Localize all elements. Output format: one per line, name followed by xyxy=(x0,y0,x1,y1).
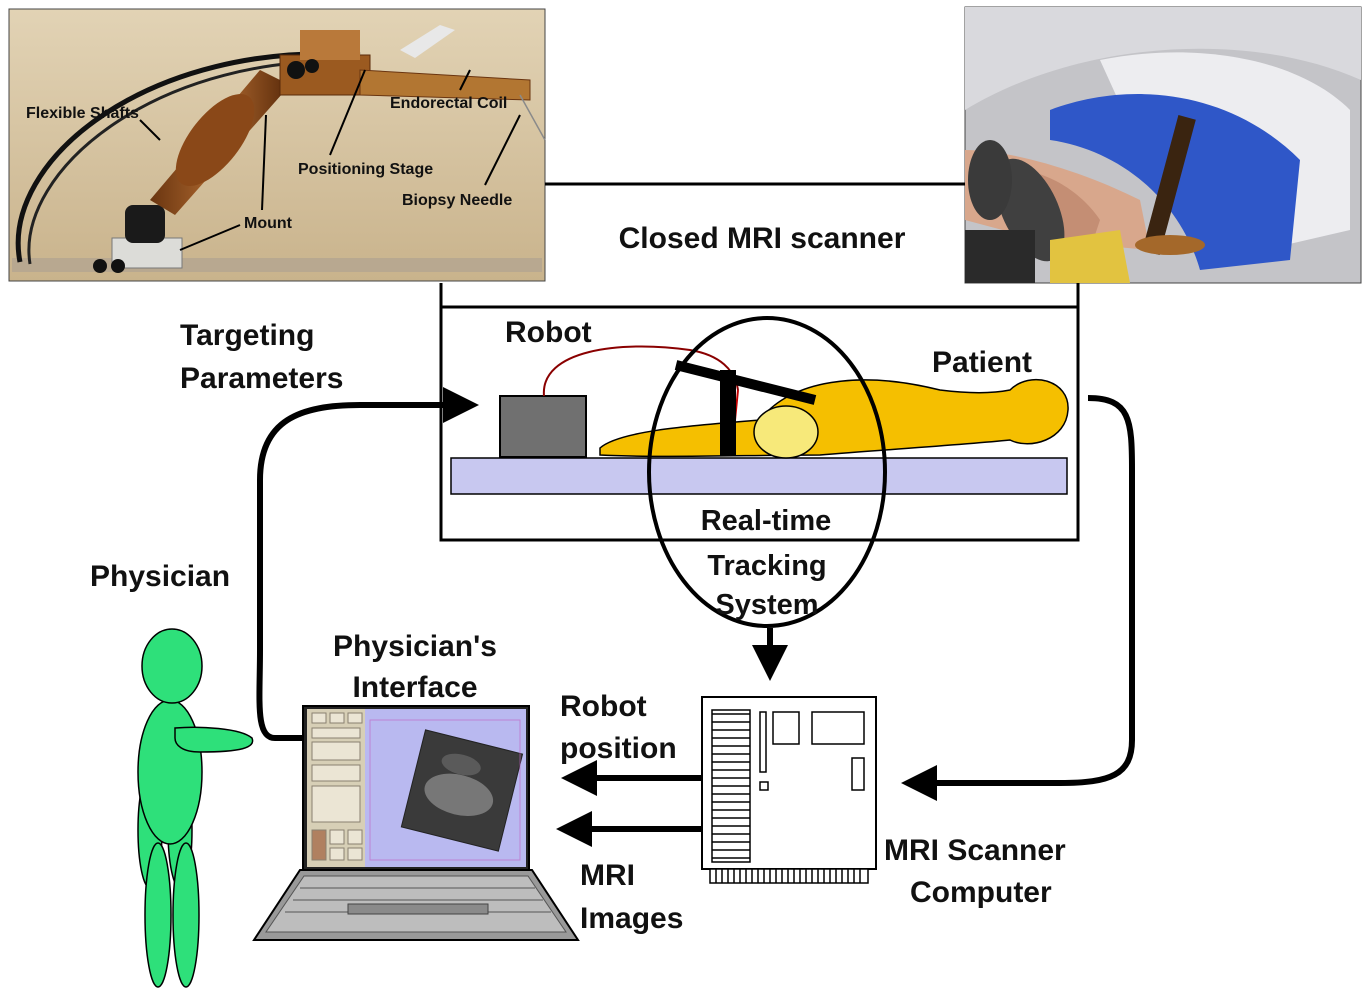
scanner-label: Closed MRI scanner xyxy=(619,222,906,255)
mri-images-label-line2: Images xyxy=(580,902,683,935)
robot-label: Robot xyxy=(505,316,592,349)
targeting-label-line2: Parameters xyxy=(180,362,343,395)
realtime-label-line1: Real-time xyxy=(701,505,832,537)
robot-box xyxy=(499,395,587,458)
label-endorectal-coil: Endorectal Coil xyxy=(390,95,507,112)
label-biopsy-needle: Biopsy Needle xyxy=(402,192,512,209)
tracking-ellipse xyxy=(647,316,887,628)
robot-position-label-line2: position xyxy=(560,732,677,765)
robot-position-label-line1: Robot xyxy=(560,690,647,723)
patient-label: Patient xyxy=(932,346,1032,379)
physician-figure xyxy=(137,628,254,988)
computer-label-line2: Computer xyxy=(910,876,1052,909)
robot-arm xyxy=(674,360,817,456)
mri-images-label-line1: MRI xyxy=(580,859,635,892)
label-positioning-stage: Positioning Stage xyxy=(298,161,433,178)
physician-laptop xyxy=(252,705,580,941)
scanner-computer xyxy=(701,696,877,884)
device-photo: Flexible Shafts Endorectal Coil Position… xyxy=(8,8,546,282)
computer-label-line1: MRI Scanner xyxy=(884,834,1066,867)
flow-arrows xyxy=(256,387,1135,847)
scanner-to-computer-arrow xyxy=(901,395,1135,801)
realtime-label-line2: Tracking xyxy=(707,550,826,582)
label-flexible-shafts: Flexible Shafts xyxy=(26,105,139,122)
mri-scanner: Closed MRI scanner xyxy=(439,222,1080,542)
patient-figure xyxy=(599,379,1069,459)
interface-label-line1: Physician's xyxy=(333,630,497,663)
realtime-label-line3: System xyxy=(715,589,818,621)
robot-cable xyxy=(542,345,739,397)
patient-table xyxy=(450,457,1068,495)
physician-label: Physician xyxy=(90,560,230,593)
label-mount: Mount xyxy=(244,215,293,232)
patient-photo xyxy=(964,6,1362,284)
targeting-label-line1: Targeting xyxy=(180,319,314,352)
interface-label-line2: Interface xyxy=(352,671,477,704)
targeting-arrow xyxy=(256,387,479,741)
